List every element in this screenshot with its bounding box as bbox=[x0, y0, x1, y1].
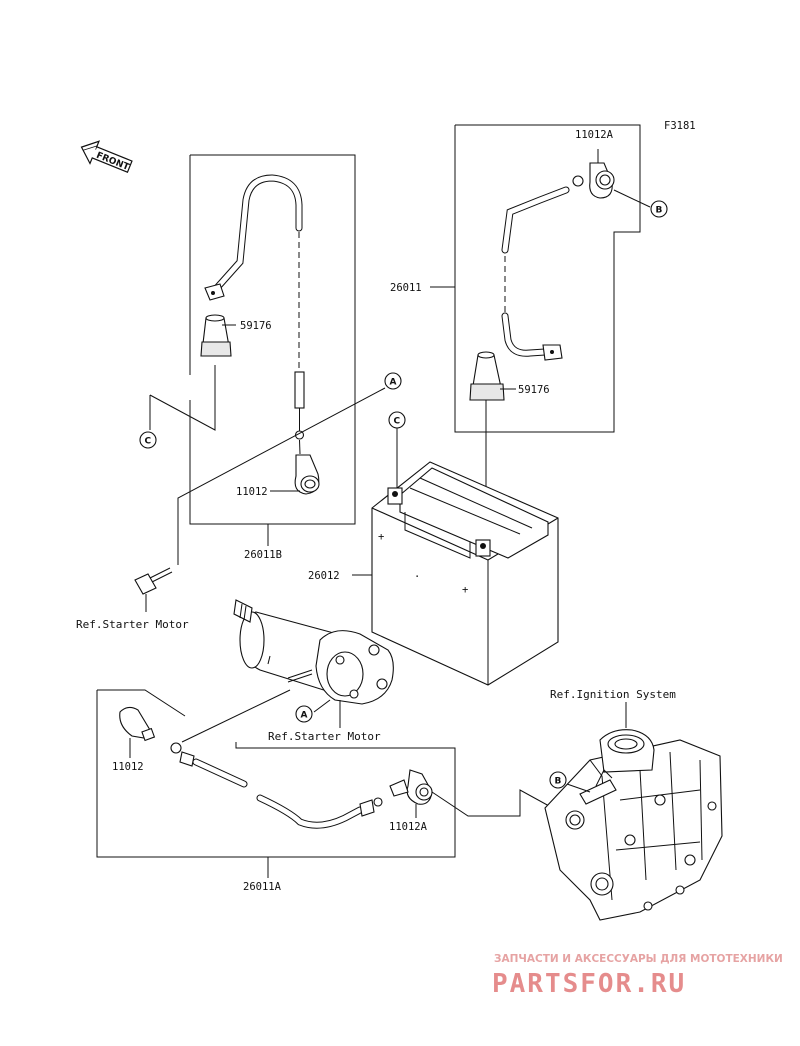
callout-c-battery: C bbox=[394, 417, 401, 427]
figure-code: F3181 bbox=[664, 120, 696, 132]
bolt-icon bbox=[134, 567, 173, 595]
watermark-tagline: ЗАПЧАСТИ И АКСЕССУАРЫ ДЛЯ МОТОТЕХНИКИ bbox=[494, 953, 783, 965]
callout-b-top: B bbox=[656, 206, 663, 216]
callout-b-lower: B bbox=[555, 777, 562, 787]
part-59176-left: 59176 bbox=[240, 320, 272, 332]
svg-text:·: · bbox=[414, 571, 420, 583]
part-26011a: 26011A bbox=[243, 881, 282, 893]
ref-starter-motor-bolt: Ref.Starter Motor bbox=[76, 618, 189, 631]
part-26012: 26012 bbox=[308, 570, 340, 582]
starter-motor bbox=[233, 599, 394, 728]
ref-starter-motor: Ref.Starter Motor bbox=[268, 730, 381, 743]
part-26011b: 26011B bbox=[244, 549, 282, 561]
part-26011: 26011 bbox=[390, 282, 422, 294]
ignition-housing bbox=[544, 729, 723, 921]
part-11012-upper: 11012 bbox=[236, 486, 268, 498]
ref-ignition-system: Ref.Ignition System bbox=[550, 688, 676, 701]
svg-text:+: + bbox=[462, 584, 468, 596]
cable-group-26011a: 26011A 11012 11012A bbox=[96, 689, 561, 893]
part-11012-lower: 11012 bbox=[112, 761, 144, 773]
watermark-logo: PARTSFOR.RU bbox=[492, 969, 686, 999]
battery: + + · 26012 bbox=[308, 461, 559, 686]
cable-group-26011: 26011 11012A B 59176 bbox=[390, 124, 668, 545]
callout-a-top: A bbox=[390, 378, 397, 388]
svg-text:+: + bbox=[378, 531, 384, 543]
part-11012a-lower: 11012A bbox=[389, 821, 428, 833]
callout-c-left: C bbox=[145, 437, 152, 447]
callout-a-lower: A bbox=[301, 711, 308, 721]
part-59176-right: 59176 bbox=[518, 384, 550, 396]
part-11012a-upper: 11012A bbox=[575, 129, 614, 141]
cable-group-26011b: 59176 11012 26011B bbox=[189, 154, 356, 561]
front-arrow-icon: FRONT bbox=[80, 140, 133, 173]
